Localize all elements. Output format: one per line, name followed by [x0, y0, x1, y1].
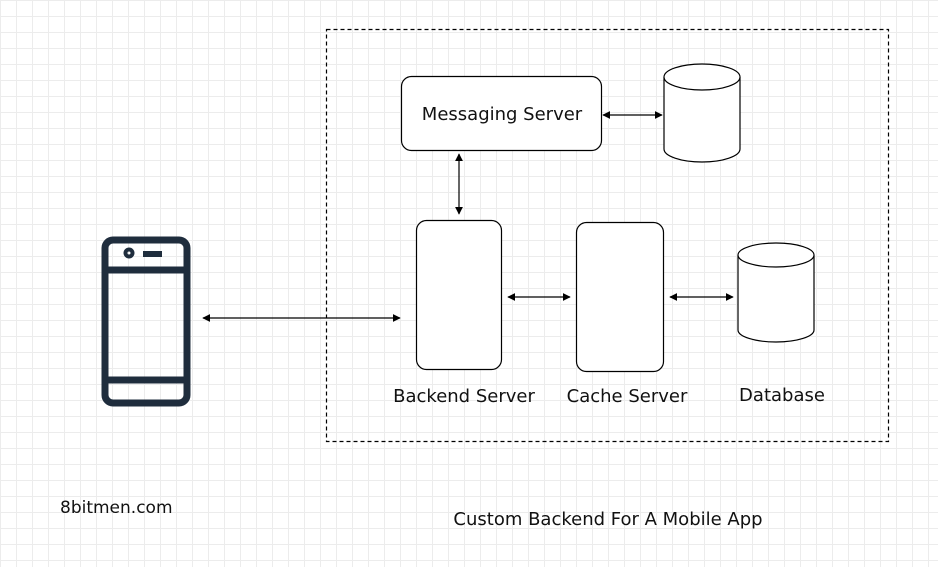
cache-server-label: Cache Server — [566, 386, 688, 407]
smartphone-icon — [101, 236, 191, 407]
site-watermark: 8bitmen.com — [60, 498, 173, 518]
backend-boundary — [325, 28, 890, 443]
database-icon — [737, 242, 815, 343]
database-label: Database — [739, 385, 825, 406]
backend-server-box — [415, 219, 503, 371]
diagram-caption: Custom Backend For A Mobile App — [453, 509, 763, 530]
backend-server-label: Backend Server — [393, 386, 535, 407]
cache-server-box — [575, 221, 665, 373]
messaging-server-label: Messaging Server — [421, 104, 583, 125]
messaging-datastore-icon — [663, 63, 741, 163]
messaging-server-box — [400, 75, 603, 152]
